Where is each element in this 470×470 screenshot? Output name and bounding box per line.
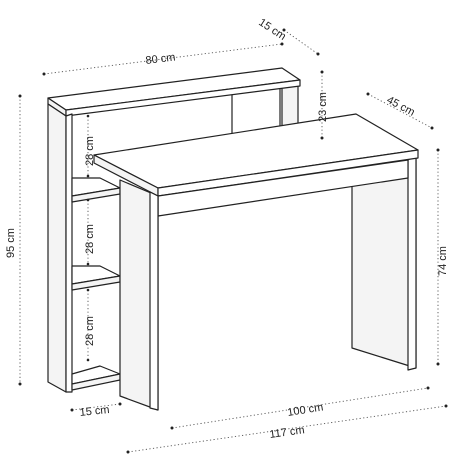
hutch-top-slab-edge [65, 79, 301, 117]
shelf-unit-inner-panel [65, 113, 73, 393]
label-top-width: 80 cm [145, 51, 176, 67]
dimension-lines [18, 28, 448, 454]
desk-top-slab-edge [157, 149, 419, 197]
shelf-unit-left-panel [47, 103, 67, 393]
label-desk-depth: 45 cm [385, 94, 417, 119]
desk-right-leg-side [351, 153, 417, 369]
desk-right-leg-front [407, 153, 417, 371]
label-desk-height: 74 cm [437, 246, 449, 276]
label-desk-width: 100 cm [287, 401, 325, 418]
label-shelf-gap-3: 28 cm [84, 316, 96, 346]
desk [93, 113, 419, 411]
label-hutch-height: 23 cm [317, 92, 329, 122]
desk-left-leg-face [149, 191, 159, 411]
label-total-height: 95 cm [5, 228, 17, 258]
label-shelf-gap-2: 28 cm [84, 224, 96, 254]
label-shelf-unit-depth: 15 cm [79, 404, 110, 419]
label-total-width: 117 cm [269, 424, 306, 441]
label-shelf-gap-1: 28 cm [84, 136, 96, 166]
label-top-depth: 15 cm [256, 16, 288, 42]
